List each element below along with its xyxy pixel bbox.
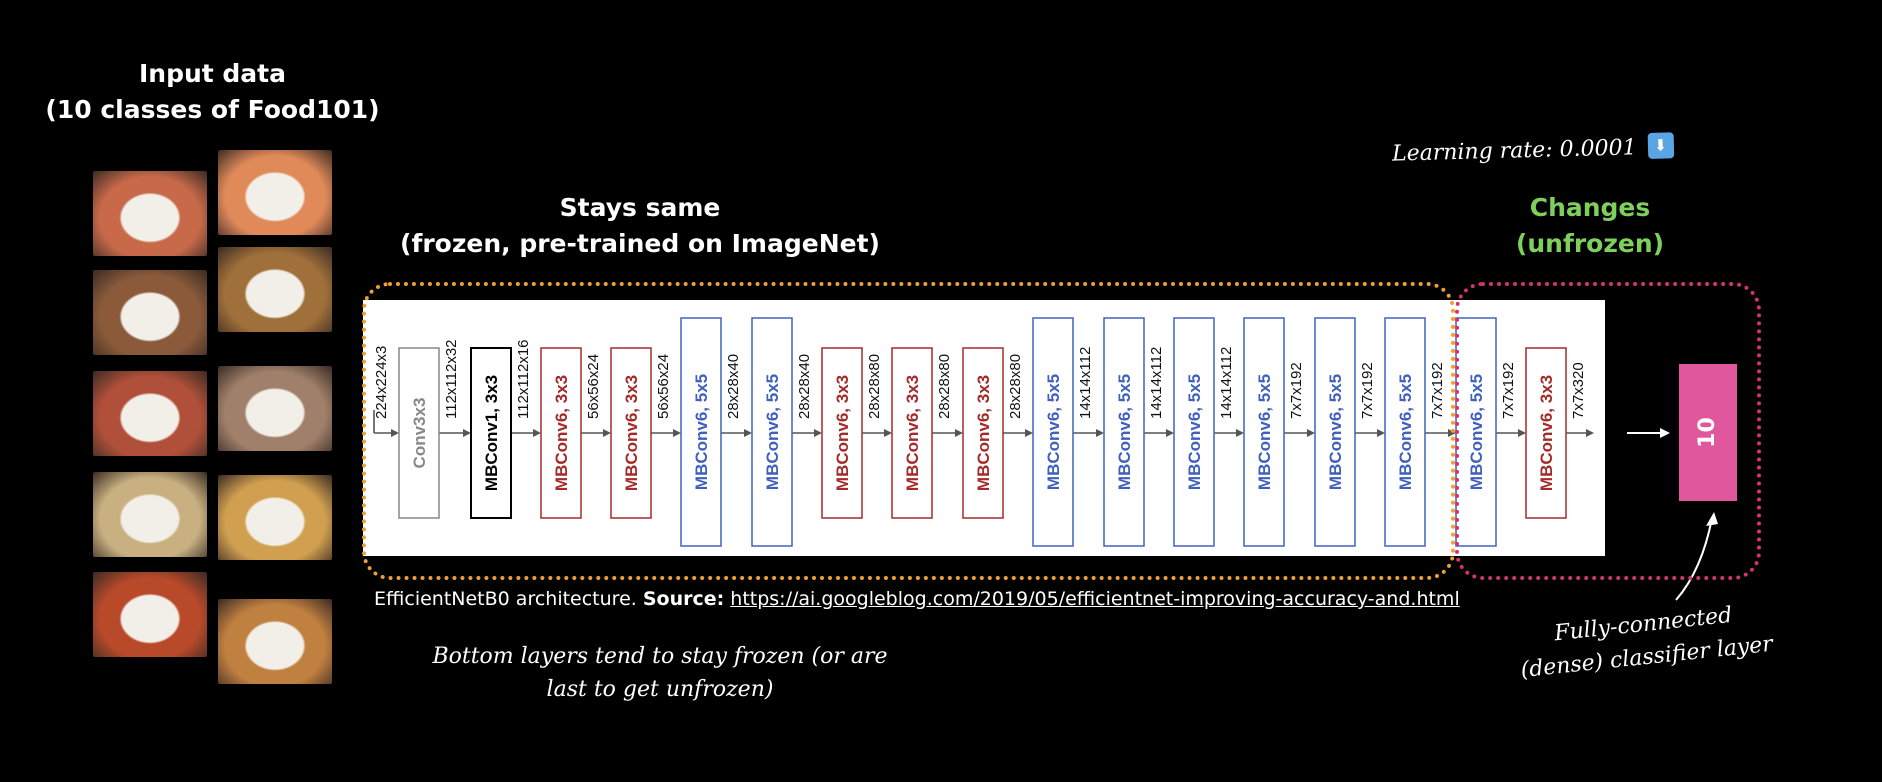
classifier-layer: 10: [1679, 364, 1737, 501]
bottom-note-line1: Bottom layers tend to stay frozen (or ar…: [400, 640, 920, 673]
classifier-output-label: 10: [1679, 364, 1737, 501]
figure-caption: EfficientNetB0 architecture. Source: htt…: [374, 588, 1460, 610]
bottom-layers-note: Bottom layers tend to stay frozen (or ar…: [400, 640, 920, 706]
source-link[interactable]: https://ai.googleblog.com/2019/05/effici…: [730, 588, 1459, 610]
caption-prefix: EfficientNetB0 architecture.: [374, 588, 643, 610]
frozen-layers-outline: [362, 282, 1455, 580]
caption-source-label: Source:: [643, 588, 724, 610]
bottom-note-line2: last to get unfrozen): [400, 673, 920, 706]
